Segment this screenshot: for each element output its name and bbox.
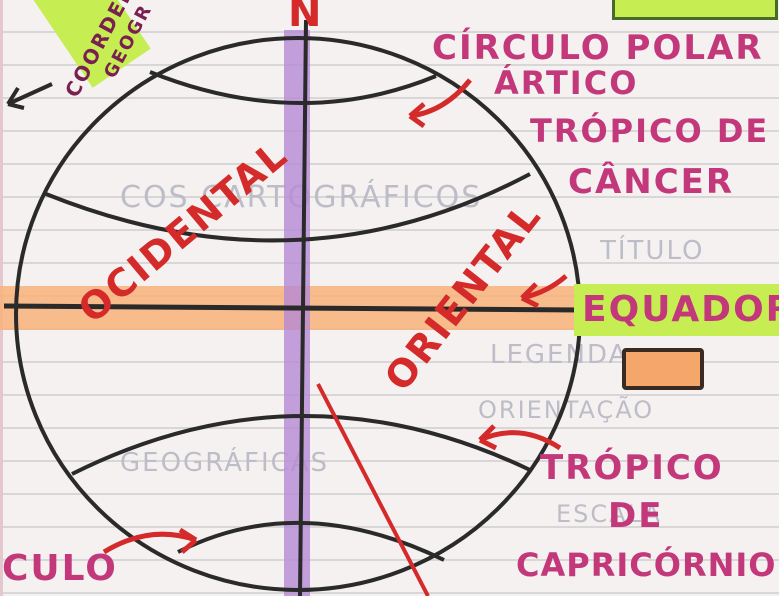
north-label: N — [288, 0, 323, 36]
circulo-polar-label: CÍRCULO POLAR — [432, 28, 764, 68]
tropico-label: TRÓPICO — [540, 448, 724, 488]
cancer-label: CÂNCER — [568, 162, 734, 202]
red-pointer-line — [318, 384, 428, 596]
equador-label: EQUADOR — [574, 284, 779, 336]
culo-label: CULO — [2, 548, 118, 589]
capricornio-label: CAPRICÓRNIO — [516, 546, 776, 584]
antarctic-circle-line — [178, 523, 444, 560]
tropico-de-label: TRÓPICO DE — [530, 112, 769, 150]
artico-label: ÁRTICO — [494, 64, 638, 102]
de-label: DE — [608, 496, 663, 536]
orange-legend-box — [622, 348, 704, 390]
